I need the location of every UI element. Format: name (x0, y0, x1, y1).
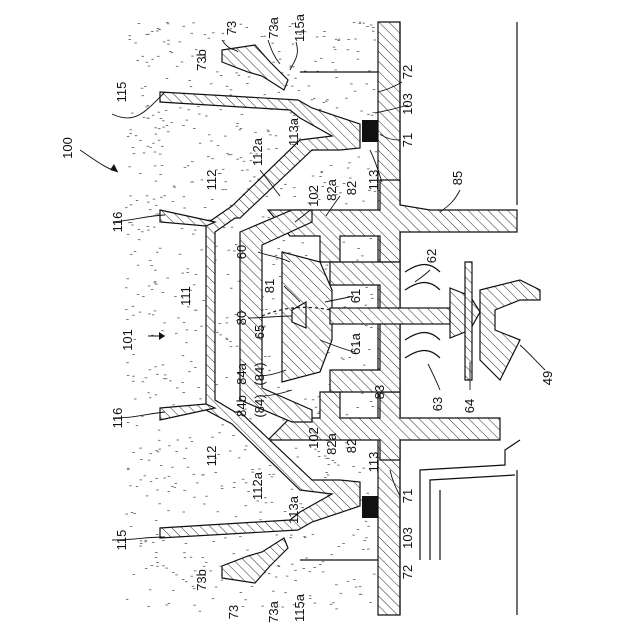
label-60: 60 (234, 245, 249, 259)
label-73-top: 73 (224, 21, 239, 35)
label-115-top: 115 (114, 82, 129, 103)
label-113a-top: 113a (286, 117, 301, 146)
label-112a-top: 112a (250, 137, 265, 166)
label-113-top: 113 (366, 170, 381, 191)
label-112-top: 112 (204, 170, 219, 191)
label-103-bot: 103 (400, 527, 415, 549)
label-116-top: 116 (110, 212, 125, 233)
label-64: 64 (462, 399, 477, 413)
label-84b: 84b (234, 395, 249, 417)
label-73a-bot: 73a (266, 600, 281, 622)
label-84-paren-2: (84) (252, 394, 267, 417)
label-103-top: 103 (400, 93, 415, 115)
label-102-bot: 102 (306, 427, 321, 449)
label-71-top: 71 (400, 133, 415, 147)
label-82-bot: 82 (344, 439, 359, 453)
label-112a-bot: 112a (250, 471, 265, 500)
label-80: 80 (234, 311, 249, 325)
label-73b-top: 73b (194, 49, 209, 71)
label-113a-bot: 113a (286, 495, 301, 524)
label-65: 65 (252, 325, 267, 339)
label-73b-bot: 73b (194, 569, 209, 591)
label-115-bot: 115 (114, 530, 129, 551)
label-100: 100 (60, 137, 75, 159)
label-101: 101 (120, 329, 135, 351)
label-49: 49 (540, 371, 555, 385)
label-73-bot: 73 (226, 605, 241, 619)
label-116-bot: 116 (110, 408, 125, 429)
label-115a-bot: 115a (292, 593, 307, 622)
label-111: 111 (178, 286, 193, 306)
label-71-bot: 71 (400, 489, 415, 503)
label-82a-bot: 82a (324, 432, 339, 454)
label-84-paren-1: (84) (252, 362, 267, 385)
label-112-bot: 112 (204, 446, 219, 467)
arrow-100 (110, 164, 118, 172)
label-72-bot: 72 (400, 565, 415, 579)
label-73a-top: 73a (266, 16, 281, 38)
label-82a-top: 82a (324, 178, 339, 200)
label-61a: 61a (348, 332, 363, 354)
label-113-bot: 113 (366, 452, 381, 473)
label-85: 85 (450, 171, 465, 185)
label-84a: 84a (234, 362, 249, 384)
label-81: 81 (262, 279, 277, 293)
label-62: 62 (424, 249, 439, 263)
label-83: 83 (372, 385, 387, 399)
label-61: 61 (348, 289, 363, 303)
label-115a-top: 115a (292, 13, 307, 42)
label-102-top: 102 (306, 185, 321, 207)
label-82-top: 82 (344, 181, 359, 195)
label-72-top: 72 (400, 65, 415, 79)
arrow-101 (148, 332, 165, 340)
label-63: 63 (430, 397, 445, 411)
